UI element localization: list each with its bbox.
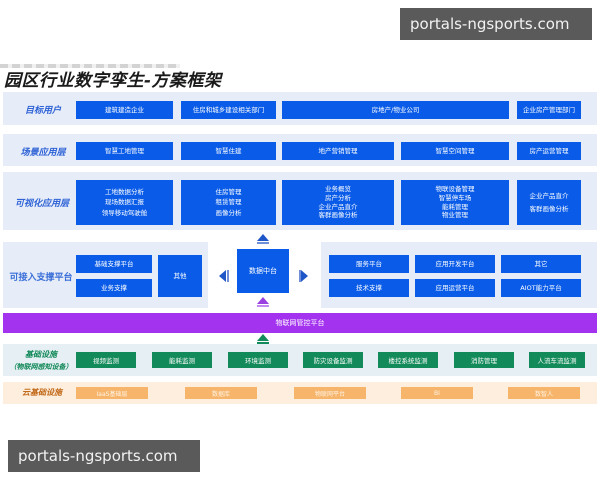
box-cloud: 物联网平台 <box>294 387 366 399</box>
title-decoration <box>0 64 180 68</box>
band-access-left: 可接入支撑平台 基础支撑平台 业务支撑 其他 <box>3 242 208 308</box>
box-access-left: 业务支撑 <box>76 279 152 297</box>
band-visual-app: 可视化应用层 工地数据分析现场数据汇报领导移动驾驶舱 住房管理租赁管理画像分析 … <box>3 172 597 230</box>
box-access-other: 其他 <box>158 255 202 297</box>
label-scenario-app: 场景应用层 <box>20 148 66 158</box>
arrow-left-icon <box>219 270 226 282</box>
arrow-right-icon <box>301 270 308 282</box>
box-cloud: 数据库 <box>185 387 257 399</box>
box-data-hub: 数据中台 <box>237 249 289 293</box>
arrow-up-base <box>257 305 269 307</box>
band-cloud: 云基础设施 IaaS基础层 数据库 物联网平台 BI 数智人 <box>3 382 597 404</box>
band-infrastructure: 基础设施 （物联网感知设备） 视频监测 能耗监测 环境监测 防灾设备监测 楼控系… <box>3 344 597 376</box>
label-infrastructure: 基础设施 （物联网感知设备） <box>5 349 77 373</box>
box-infrastructure: 人流车流监测 <box>529 352 585 368</box>
box-scenario: 智慧住建 <box>181 142 276 160</box>
arrow-up-icon <box>257 334 269 341</box>
box-scenario: 地产营销管理 <box>282 142 394 160</box>
box-access-right: 服务平台 <box>329 255 409 273</box>
box-infrastructure: 消防管理 <box>454 352 514 368</box>
box-access-right: AIOT能力平台 <box>501 279 581 297</box>
box-visual-group: 工地数据分析现场数据汇报领导移动驾驶舱 <box>76 180 173 225</box>
box-cloud: 数智人 <box>508 387 580 399</box>
arrow-up-icon <box>257 297 269 304</box>
box-cloud: BI <box>401 387 473 399</box>
box-cloud: IaaS基础层 <box>76 387 148 399</box>
band-scenario-app: 场景应用层 智慧工地管理 智慧住建 地产营销管理 智慧空间管理 房产运营管理 <box>3 134 597 166</box>
box-access-right: 技术支撑 <box>329 279 409 297</box>
arrow-right-base <box>299 270 301 282</box>
box-access-right: 应用运营平台 <box>415 279 495 297</box>
arrow-up-icon <box>257 234 269 241</box>
box-visual-group: 业务概览房产分析企业产品直介客群画像分析 <box>282 180 394 225</box>
label-target-users: 目标用户 <box>24 106 61 116</box>
framework-diagram: 目标用户 建筑建造企业 住房和城乡建设相关部门 房地产/物业公司 企业房产管理部… <box>3 92 597 410</box>
label-cloud: 云基础设施 <box>22 388 62 397</box>
box-access-right: 其它 <box>501 255 581 273</box>
box-infrastructure: 环境监测 <box>228 352 288 368</box>
box-access-left: 基础支撑平台 <box>76 255 152 273</box>
box-infrastructure: 视频监测 <box>76 352 136 368</box>
box-scenario: 智慧空间管理 <box>401 142 509 160</box>
box-target-user: 住房和城乡建设相关部门 <box>181 101 276 119</box>
box-infrastructure: 能耗监测 <box>152 352 212 368</box>
band-target-users: 目标用户 建筑建造企业 住房和城乡建设相关部门 房地产/物业公司 企业房产管理部… <box>3 92 597 125</box>
label-access-platform: 可接入支撑平台 <box>9 273 73 283</box>
box-visual-group: 企业产品直介客群画像分析 <box>517 180 581 225</box>
box-scenario: 房产运营管理 <box>517 142 581 160</box>
band-access-right: 服务平台 应用开发平台 其它 技术支撑 应用运营平台 AIOT能力平台 <box>321 242 597 308</box>
box-access-right: 应用开发平台 <box>415 255 495 273</box>
box-infrastructure: 防灾设备监测 <box>303 352 363 368</box>
watermark-bottom: portals-ngsports.com <box>8 440 200 472</box>
label-infrastructure-line1: 基础设施 <box>25 350 57 359</box>
box-target-user: 房地产/物业公司 <box>282 101 509 119</box>
box-scenario: 智慧工地管理 <box>76 142 173 160</box>
label-infrastructure-line2: （物联网感知设备） <box>9 362 73 371</box>
label-visual-app: 可视化应用层 <box>14 199 69 209</box>
box-infrastructure: 楼控系统监测 <box>378 352 438 368</box>
iot-platform-bar: 物联网管控平台 <box>3 313 597 333</box>
box-target-user: 企业房产管理部门 <box>517 101 581 119</box>
watermark-top: portals-ngsports.com <box>400 8 592 40</box>
box-visual-group: 物联设备管理智慧停车场能耗管理物业管理 <box>401 180 509 225</box>
arrow-up-base <box>257 342 269 344</box>
arrow-left-base <box>227 270 229 282</box>
box-target-user: 建筑建造企业 <box>76 101 173 119</box>
page-title: 园区行业数字孪生-方案框架 <box>4 71 222 91</box>
box-visual-group: 住房管理租赁管理画像分析 <box>181 180 276 225</box>
arrow-up-base <box>257 242 269 244</box>
